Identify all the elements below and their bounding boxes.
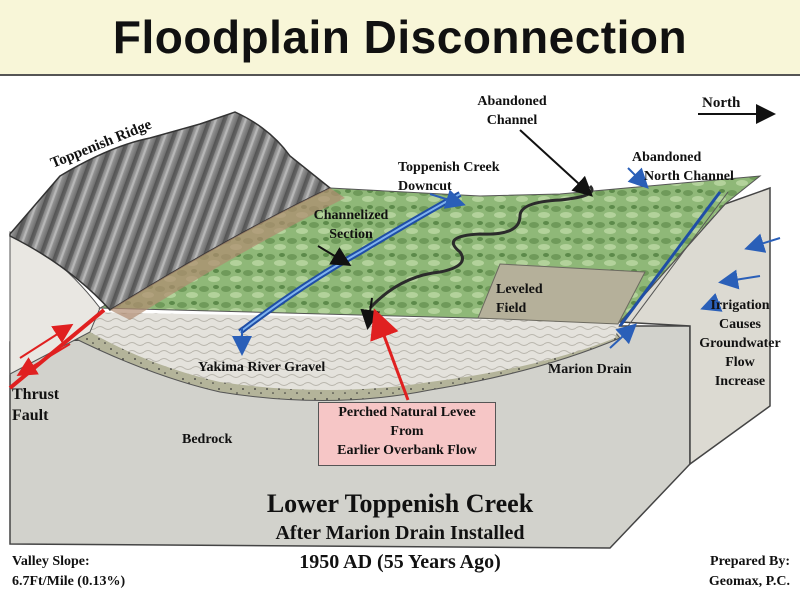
perched-levee-callout: Perched Natural Levee From Earlier Overb…: [318, 402, 496, 466]
irrigation-arrow-2: [718, 269, 761, 290]
irrigation-label: Irrigation Causes Groundwater Flow Incre…: [699, 298, 781, 389]
arrow-perched-levee: [370, 308, 410, 401]
yakima-river-gravel-label: Yakima River Gravel: [198, 360, 326, 375]
arrow-channelized-section: [317, 245, 352, 267]
caption-date: 1950 AD (55 Years Ago): [299, 551, 501, 573]
thrust-arrow-1: [19, 323, 74, 359]
marion-drain-label: Marion Drain: [548, 362, 632, 377]
irrigation-arrow-1: [744, 233, 781, 253]
valley-slope-note: Valley Slope: 6.7Ft/Mile (0.13%): [12, 554, 126, 589]
leveled-field-label: Leveled Field: [496, 282, 543, 316]
prepared-by-note: Prepared By: Geomax, P.C.: [708, 554, 790, 589]
diagram-caption: Lower Toppenish Creek After Marion Drain…: [200, 488, 600, 577]
abandoned-channel: [368, 184, 594, 310]
toppenish-creek-downcut-label: Toppenish Creek Downcut: [398, 160, 500, 194]
abandoned-channel-label: Abandoned Channel: [477, 94, 547, 128]
arrow-abandoned-north: [627, 167, 649, 189]
arrow-abandoned-channel: [519, 129, 593, 197]
thrust-fault-label: Thrust Fault: [12, 386, 60, 424]
page-title: Floodplain Disconnection: [112, 11, 688, 63]
north-label: North: [702, 95, 741, 111]
arrow-downcut: [429, 189, 466, 209]
diagram-frame: North Toppenish Ridge Abandoned Channel …: [0, 76, 800, 600]
arrow-marion-drain: [609, 323, 637, 349]
channelized-section-label: Channelized Section: [313, 208, 389, 242]
abandoned-north-channel-label: Abandoned North Channel: [632, 150, 734, 184]
caption-subtitle: After Marion Drain Installed: [275, 522, 525, 544]
floodplain-sediment: [80, 312, 620, 390]
caption-title: Lower Toppenish Creek: [266, 489, 534, 518]
marion-drain: [618, 191, 722, 327]
arrow-levee-black: [360, 297, 381, 330]
irrigation-arrow-3: [700, 293, 723, 312]
title-bar: Floodplain Disconnection: [0, 0, 800, 76]
thrust-arrow-2: [16, 343, 71, 377]
ridge-foot: [110, 188, 345, 320]
bedrock-label: Bedrock: [182, 432, 233, 447]
